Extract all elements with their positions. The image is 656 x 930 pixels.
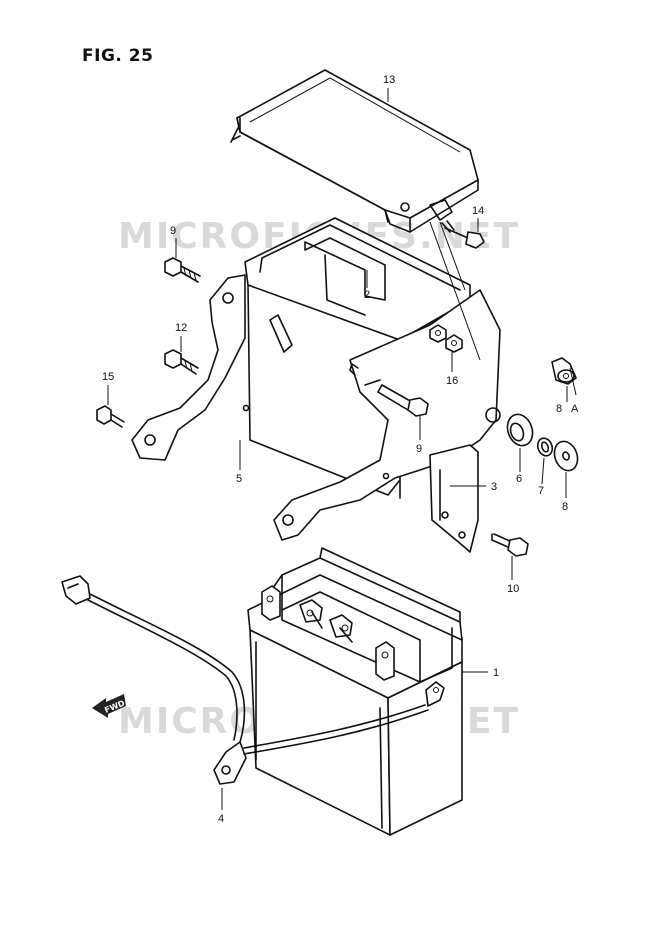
part-10-bolt [164, 257, 201, 283]
part-5-battery-holder [131, 217, 501, 553]
callout-12: 12 [175, 322, 187, 334]
callout-14: 13 [383, 74, 395, 86]
callout-10: 9 [170, 225, 176, 237]
part-16-nut [429, 324, 463, 353]
callout-8-a: 8 [556, 403, 562, 415]
figure-title: FIG. 25 [82, 46, 154, 66]
callout-11: 10 [507, 583, 519, 595]
part-8-washer-a [551, 357, 577, 385]
part-8-washer [553, 440, 579, 472]
callout-2: 2 [364, 289, 370, 301]
part-12-bolt [164, 349, 199, 375]
part-13-bolt [96, 405, 125, 428]
callout-16: 16 [446, 375, 458, 387]
callout-8-b: 8 [562, 501, 568, 513]
part-9-bolt [349, 363, 429, 417]
callout-15: 14 [472, 205, 484, 217]
leader-lines [107, 88, 577, 810]
callout-6: 6 [516, 473, 522, 485]
callout-A: A [571, 403, 579, 415]
part-7-collar [536, 437, 554, 457]
callout-9: 9 [416, 443, 422, 455]
part-1-battery [247, 547, 463, 836]
part-11-bolt [491, 533, 529, 557]
part-15-bolt [441, 220, 485, 249]
part-6-grommet [506, 413, 534, 447]
callout-3: 3 [491, 481, 497, 493]
callout-4: 4 [218, 813, 224, 825]
part-14-battery-cover [230, 69, 479, 233]
part-4-lead-wire [61, 575, 445, 785]
callout-5: 5 [236, 473, 242, 485]
callout-13: 15 [102, 371, 114, 383]
callout-7: 7 [538, 485, 544, 497]
callout-1: 1 [493, 667, 499, 679]
